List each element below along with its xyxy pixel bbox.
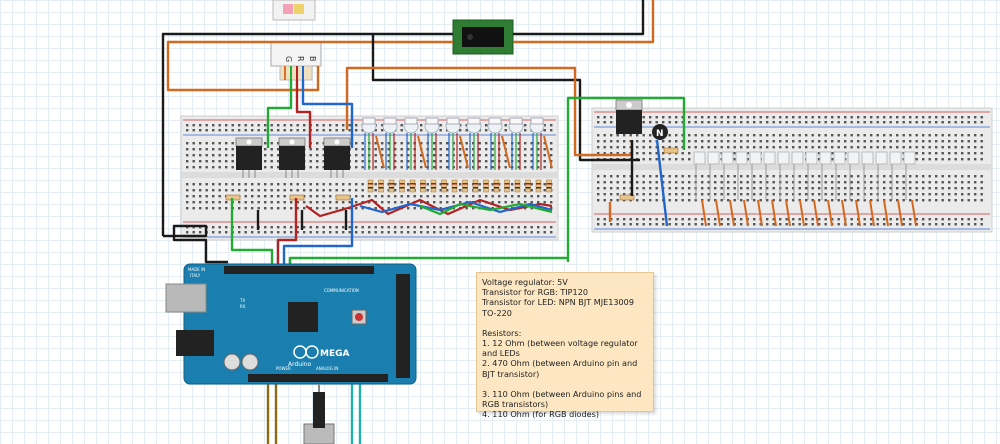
microcontroller-chip: [288, 302, 318, 332]
svg-text:N: N: [656, 129, 664, 139]
rx-label: RX: [240, 304, 246, 309]
wire-black-right: [371, 34, 640, 162]
note-voltage-regulator: Voltage regulator: 5V: [482, 277, 568, 287]
wire-blue-rgb: [301, 80, 354, 148]
wire-red-pin: [276, 198, 298, 268]
wire-red-rgb: [295, 80, 312, 148]
note-resistor-3: 3. 110 Ohm (between Arduino pins and RGB…: [482, 388, 642, 410]
power-jack: [176, 330, 214, 356]
note-resistor-4: 4. 110 Ohm (for RGB diodes): [482, 409, 599, 420]
wire-blue-pin: [282, 198, 354, 268]
bjt-transistor: N: [652, 124, 668, 140]
made-in-label: MADE IN: [188, 267, 205, 272]
wire-black-top: [161, 32, 453, 236]
voltage-regulator: [615, 99, 643, 134]
wire-green-rgb: [266, 80, 293, 148]
mega-logo: MEGA: [320, 349, 349, 359]
wire-green-bus: [419, 202, 553, 216]
note-transistor-led: Transistor for LED: NPN BJT MJE13009 TO-…: [482, 297, 634, 318]
notes-panel: Voltage regulator: 5V Transistor for RGB…: [476, 272, 654, 419]
rgb-label-b: B: [308, 56, 317, 62]
wire-black-jack: [513, 0, 645, 36]
wire-orange-top: [166, 40, 453, 92]
analog-label: ANALOG IN: [316, 366, 338, 371]
breadboard-right: [591, 107, 993, 233]
reset-button: [355, 313, 363, 321]
wire-orange-jack: [513, 0, 655, 44]
arduino-mega-board: MEGA Arduino MADE IN ITALY COMMUNICATION…: [165, 263, 417, 385]
dc-power-jack: [452, 19, 514, 55]
communication-label: COMMUNICATION: [324, 288, 359, 293]
note-resistor-2: 2. 470 Ohm (between Arduino pin and BJT …: [482, 358, 638, 379]
usb-port: [165, 283, 207, 313]
resistor-row-left: [367, 179, 552, 193]
note-transistor-rgb: Transistor for RGB: TIP120: [482, 287, 588, 298]
base-resistors: [225, 147, 679, 201]
white-led-row: [693, 151, 916, 165]
wire-black-gnd: [163, 224, 228, 264]
wire-green-pin: [230, 198, 274, 268]
tx-label: TX: [239, 298, 245, 303]
potentiometer: [303, 384, 335, 444]
power-label: POWER: [276, 366, 291, 371]
wire-green-right: [566, 96, 686, 262]
wire-blue-bjt: [655, 139, 669, 227]
rgb-strip-connector: G R B: [270, 0, 322, 81]
rgb-label-g: G: [284, 56, 293, 62]
note-resistors-title: Resistors:: [482, 327, 522, 338]
arduino-brand: Arduino: [288, 361, 312, 368]
note-resistor-1: 1. 12 Ohm (between voltage regulator and…: [482, 338, 638, 359]
rgb-label-r: R: [296, 56, 305, 62]
italy-label: ITALY: [190, 273, 201, 278]
wire-red-bus: [305, 198, 553, 218]
led-legs-right: [695, 164, 917, 227]
transistors-rgb: [235, 137, 351, 178]
rgb-led-row: [361, 117, 553, 170]
